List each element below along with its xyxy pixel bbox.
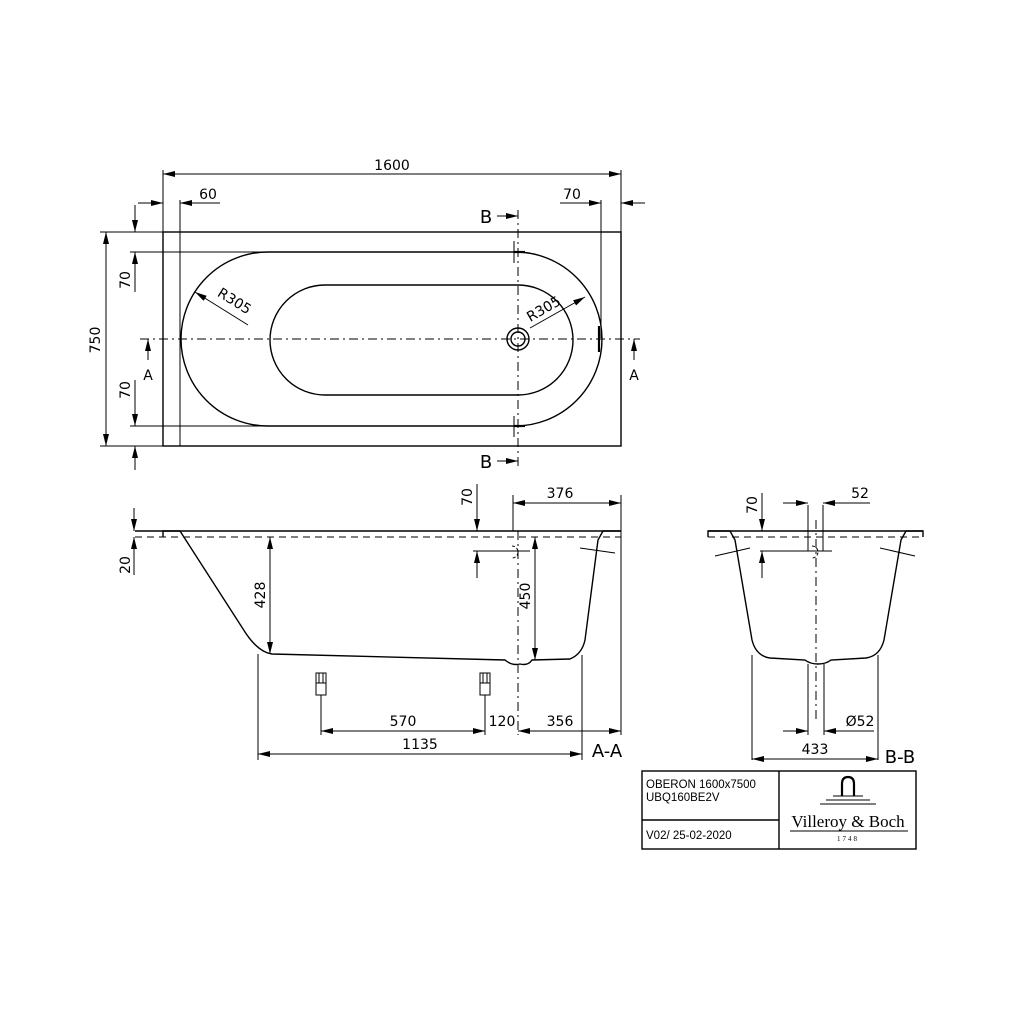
dim-left-offset: 60 [199,187,217,203]
drain-icon [506,327,530,351]
dim-overflow-height-aa: 70 [460,488,476,506]
dim-rim-thickness: 20 [118,556,134,574]
dim-depth-left: 428 [253,582,269,609]
section-aa-label: A-A [592,741,623,762]
section-a-left-label: A [143,368,153,384]
section-b-top-label: B [480,207,492,228]
dim-overflow-to-end: 376 [547,486,574,502]
dim-overflow-height-bb: 70 [745,496,761,514]
dim-drain-offset: 120 [489,714,516,730]
tub-profile-aa [179,530,621,666]
dim-depth-right: 450 [518,583,534,610]
article-number: UBQ160BE2V [646,792,720,804]
foot-right-icon [479,672,491,696]
section-aa-view: 20 428 450 70 376 [118,484,623,762]
dim-right-offset: 70 [563,187,581,203]
dim-drain-to-end: 356 [547,714,574,730]
brand-year: 1748 [837,835,859,843]
dim-rim-top: 70 [118,271,134,289]
dim-radius-right: R305 [524,293,564,325]
inner-basin [269,284,574,396]
brand-name: Villeroy & Boch [791,812,905,831]
section-a-right-label: A [629,368,639,384]
dim-radius-left: R305 [214,285,253,318]
dim-bottom-length: 1135 [402,737,438,753]
version-date: V02/ 25-02-2020 [646,830,732,842]
dim-bottom-width: 433 [802,742,829,758]
title-block: OBERON 1600x7500 UBQ160BE2V V02/ 25-02-2… [641,770,917,850]
product-name: OBERON 1600x7500 [646,779,756,791]
dim-overall-width: 750 [88,327,104,354]
villeroy-boch-logo-icon [820,775,876,805]
foot-left-icon [315,672,327,696]
top-view: 1600 60 70 750 70 70 R305 R305 A A B [88,158,645,473]
tub-profile-bb [707,530,924,665]
dim-feet-spacing: 570 [390,714,417,730]
dim-rim-bottom: 70 [118,381,134,399]
section-bb-label: B-B [885,747,916,768]
section-bb-view: 52 70 Ø52 433 B-B [707,486,924,768]
dim-overflow-width: 52 [851,486,869,502]
section-b-bottom-label: B [480,452,492,473]
dim-overall-length: 1600 [374,158,410,174]
dim-drain-diameter: Ø52 [846,714,875,730]
